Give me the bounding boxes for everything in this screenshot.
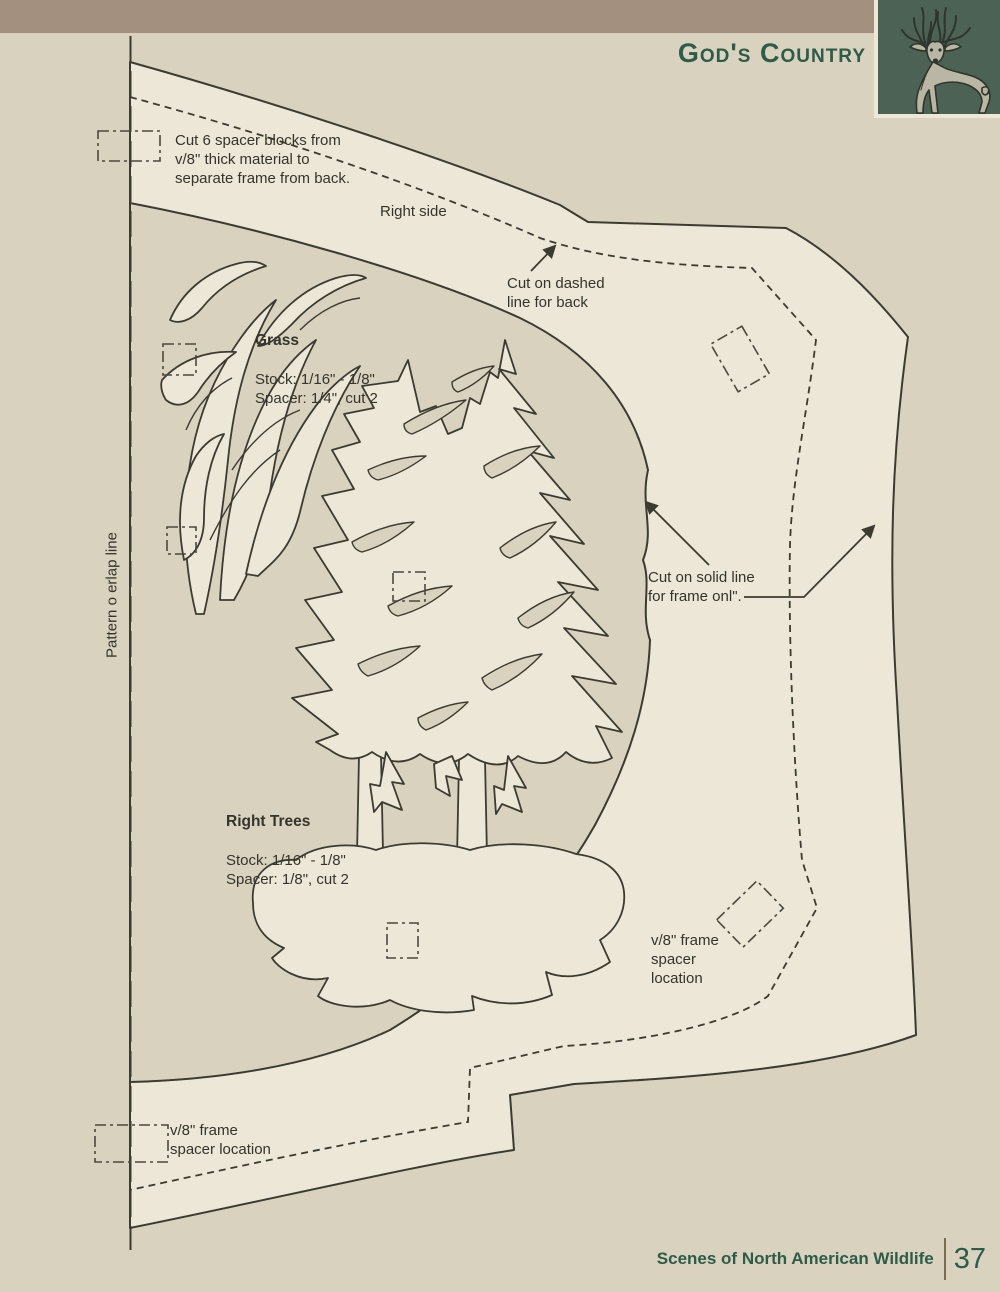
grass-pattern [160, 260, 367, 615]
note-spacer-blocks: Cut 6 spacer blocks from v/8" thick mate… [175, 132, 351, 188]
back-cut-dashed-line [129, 96, 818, 1191]
grass-title: Grass [255, 332, 299, 350]
note-frame-spacer-mid: v/8" frame spacer location [651, 932, 719, 988]
trees-spec-block: Right Trees Stock: 1/16" - 1/8" Spacer: … [226, 793, 349, 908]
spacer-block-rects [94, 130, 785, 1163]
page-number: 37 [953, 1242, 986, 1275]
page-title: God's Country [677, 38, 866, 68]
trees-pattern [251, 339, 626, 1014]
note-cut-dashed: Cut on dashed line for back [507, 275, 605, 312]
label-right-side: Right side [380, 203, 447, 220]
label-pattern-overlap: Pattern o erlap line [103, 532, 121, 658]
footer-divider [943, 1238, 946, 1280]
chapter-logo [874, 0, 1000, 118]
note-frame-spacer-bottom: v/8" frame spacer location [170, 1122, 271, 1159]
grass-specs: Stock: 1/16" - 1/8" Spacer: 1/4", cut 2 [255, 370, 378, 407]
trees-specs: Stock: 1/16" - 1/8" Spacer: 1/8", cut 2 [226, 851, 349, 888]
grass-spec-block: Grass Stock: 1/16" - 1/8" Spacer: 1/4", … [255, 312, 378, 427]
trees-title: Right Trees [226, 813, 311, 831]
annotation-arrows [530, 244, 876, 598]
top-accent-bar [0, 0, 1000, 33]
page-footer: Scenes of North American Wildlife 37 [657, 1238, 986, 1280]
book-title: Scenes of North American Wildlife [656, 1249, 934, 1268]
deer-icon [901, 7, 991, 114]
note-cut-solid: Cut on solid line for frame onl". [648, 569, 755, 606]
